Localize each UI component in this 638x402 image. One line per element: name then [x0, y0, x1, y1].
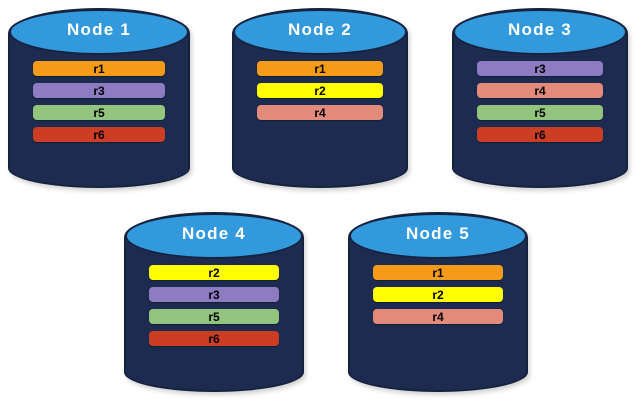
replica-label: r3: [93, 83, 105, 98]
replica-label: r5: [93, 105, 105, 120]
replica-label: r6: [93, 127, 105, 142]
replica-bar[interactable]: r6: [149, 331, 279, 346]
replica-label: r5: [534, 105, 546, 120]
replica-bar[interactable]: r1: [373, 265, 503, 280]
replica-bar[interactable]: r6: [476, 127, 604, 142]
replica-bar[interactable]: r2: [149, 265, 279, 280]
database-node-3[interactable]: Node 3 r3 r4 r5 r6: [452, 8, 628, 188]
replica-label: r5: [208, 309, 220, 324]
replica-label: r6: [208, 331, 220, 346]
replica-label: r2: [208, 265, 220, 280]
replica-label: r2: [314, 83, 326, 98]
node-label: Node 1: [67, 20, 131, 39]
replica-list: r2 r3 r5 r6: [124, 265, 304, 353]
replica-bar[interactable]: r5: [33, 105, 165, 120]
replica-label: r3: [208, 287, 220, 302]
cylinder-top-icon: [349, 213, 527, 259]
cylinder-top-icon: [233, 9, 407, 55]
node-label: Node 5: [406, 224, 470, 243]
replica-label: r1: [314, 61, 326, 76]
cylinder-top-icon: [453, 9, 627, 55]
replica-label: r3: [534, 61, 546, 76]
replica-bar[interactable]: r4: [256, 105, 384, 120]
database-node-2[interactable]: Node 2 r1 r2 r4: [232, 8, 408, 188]
replica-label: r4: [534, 83, 546, 98]
replica-bar[interactable]: r3: [149, 287, 279, 302]
replica-list: r1 r2 r4: [348, 265, 528, 331]
node-label: Node 4: [182, 224, 246, 243]
replica-bar[interactable]: r3: [476, 61, 604, 76]
replica-label: r1: [93, 61, 105, 76]
replica-bar[interactable]: r5: [149, 309, 279, 324]
node-label: Node 3: [508, 20, 572, 39]
node-label: Node 2: [288, 20, 352, 39]
replica-list: r1 r2 r4: [232, 61, 408, 127]
replica-list: r1 r3 r5 r6: [8, 61, 190, 149]
replica-bar[interactable]: r1: [33, 61, 165, 76]
database-node-5[interactable]: Node 5 r1 r2 r4: [348, 212, 528, 392]
replica-bar[interactable]: r3: [33, 83, 165, 98]
replica-label: r6: [534, 127, 546, 142]
replica-label: r4: [432, 309, 444, 324]
replica-label: r1: [432, 265, 444, 280]
replica-label: r4: [314, 105, 326, 120]
replica-bar[interactable]: r4: [373, 309, 503, 324]
replica-bar[interactable]: r4: [476, 83, 604, 98]
cylinder-top-icon: [9, 9, 189, 55]
replica-bar[interactable]: r6: [33, 127, 165, 142]
replica-label: r2: [432, 287, 444, 302]
replica-bar[interactable]: r2: [256, 83, 384, 98]
cylinder-top-icon: [125, 213, 303, 259]
database-node-4[interactable]: Node 4 r2 r3 r5 r6: [124, 212, 304, 392]
replica-bar[interactable]: r5: [476, 105, 604, 120]
replica-list: r3 r4 r5 r6: [452, 61, 628, 149]
replica-bar[interactable]: r2: [373, 287, 503, 302]
replica-bar[interactable]: r1: [256, 61, 384, 76]
database-node-1[interactable]: Node 1 r1 r3 r5 r6: [8, 8, 190, 188]
